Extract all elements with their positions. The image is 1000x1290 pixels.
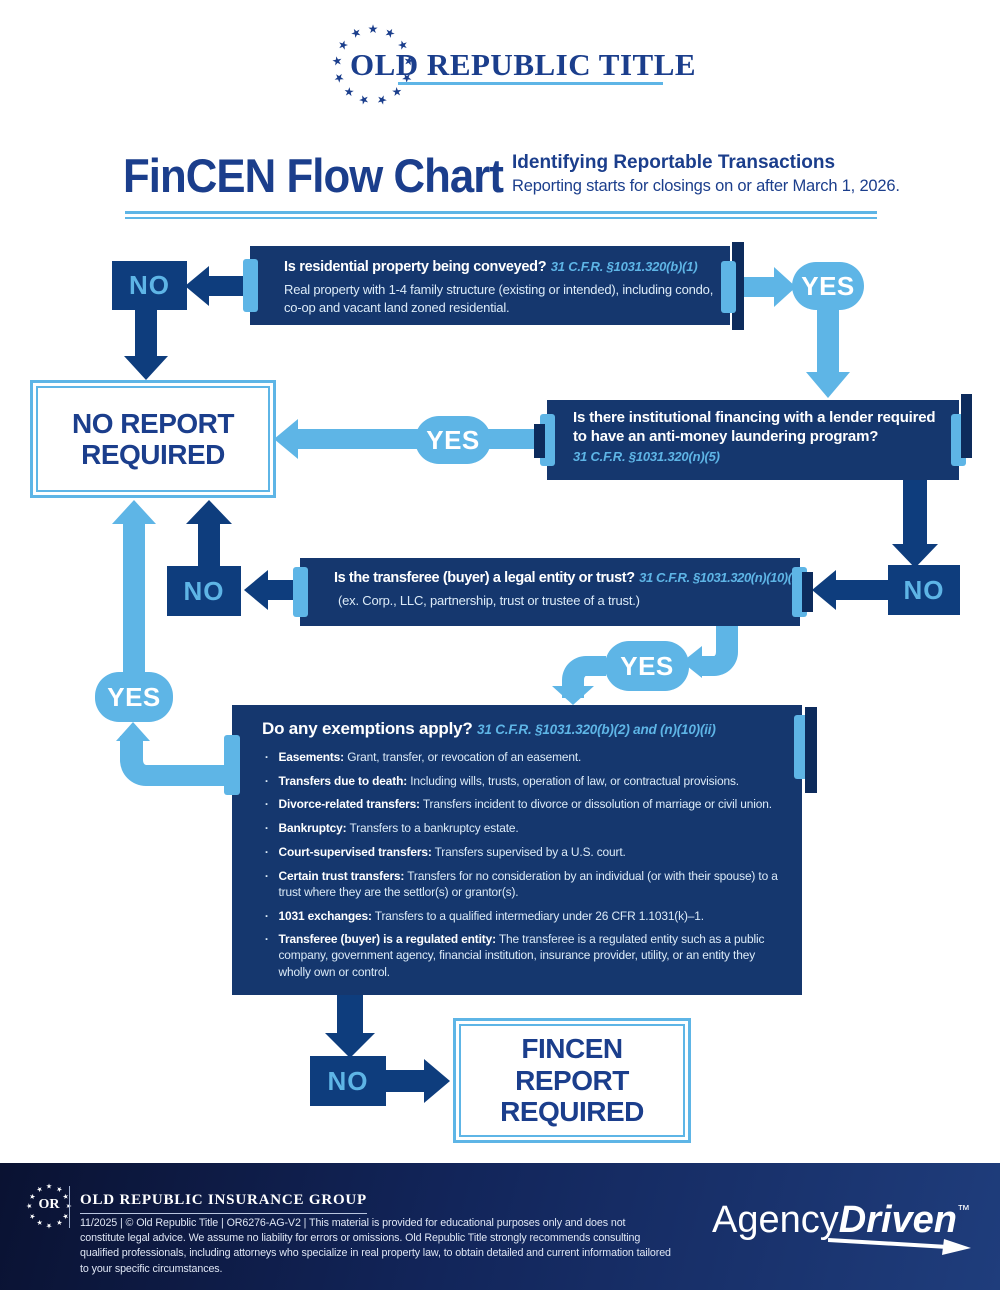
list-item: Bankruptcy: Transfers to a bankruptcy es… [262,820,786,836]
arrow-no2-to-q3-shaft [834,580,888,600]
driven-word: Driven [838,1199,958,1241]
arrow-q1-to-yes-shaft [742,277,776,297]
list-item: 1031 exchanges: Transfers to a qualified… [262,908,786,924]
list-item: Transferee (buyer) is a regulated entity… [262,931,786,980]
exemptions-list: Easements: Grant, transfer, or revocatio… [262,749,786,980]
arrow-yes1-down-head [806,372,850,398]
question-body: (ex. Corp., LLC, partnership, trust or t… [338,593,640,608]
brand-logo-text: OLD REPUBLIC TITLE [350,47,697,82]
footer-monogram: OR [38,1197,60,1212]
box-side-extension [805,707,817,793]
arrow-q1-to-yes-head [774,267,796,307]
question-text: Is there institutional financing with a … [573,409,936,445]
arrow-q3-to-no-head [244,570,268,610]
box-side-tab [721,261,736,313]
arrow-q2-down-shaft [903,480,927,546]
box-side-extension [802,572,813,612]
connector-q4-to-yesleft [120,736,228,786]
citation-text: 31 C.F.R. §1031.320(b)(2) and (n)(10)(ii… [477,722,716,737]
arrow-yesmid-down-head [552,686,594,705]
question-box-residential: Is residential property being conveyed? … [243,242,744,330]
citation-text: 31 C.F.R. §1031.320(b)(1) [550,259,698,274]
footer-divider [69,1186,70,1228]
box-side-extension [534,424,545,458]
question-body: Real property with 1-4 family structure … [284,282,714,315]
box-side-tab [224,735,240,795]
question-text: Is the transferee (buyer) a legal entity… [334,570,635,586]
list-item: Easements: Grant, transfer, or revocatio… [262,749,786,765]
question-text: Is residential property being conveyed? [284,259,547,275]
no-report-required-box: NO REPORT REQUIRED [30,380,276,498]
arrow-q1-to-no-shaft [207,276,250,296]
arrow-q1-to-no-head [185,266,209,306]
no-label-box: NO [888,565,960,615]
citation-text: 31 C.F.R. §1031.320(n)(5) [573,448,720,464]
question-box-exemptions: Do any exemptions apply? 31 C.F.R. §1031… [224,705,817,995]
page-title: FinCEN Flow Chart [123,149,504,202]
box-side-tab [243,259,258,312]
arrow-no1-down-shaft [135,310,157,358]
arrow-yes2-to-report-head [274,419,298,459]
arrow-q4-down-shaft [337,993,363,1035]
question-text: Do any exemptions apply? [262,719,473,738]
outcome-line: FINCEN REPORT [515,1033,629,1096]
arrow-yesleft-up-shaft [123,522,145,674]
arrow-no4-to-fincen-head [424,1059,450,1103]
list-item: Court-supervised transfers: Transfers su… [262,844,786,860]
arrow-no3-up-shaft [198,522,220,566]
list-item: Transfers due to death: Including wills,… [262,773,786,789]
agency-word: Agency [712,1199,839,1241]
no-label-box: NO [167,566,241,616]
no-label-box: NO [112,261,187,310]
yes-label-pill: YES [415,416,491,464]
box-side-extension [961,394,972,458]
subtitle-heading: Identifying Reportable Transactions [512,152,836,173]
yes-label-pill: YES [605,641,689,691]
arrow-no2-to-q3-head [812,570,836,610]
yes-label-pill: YES [792,262,864,310]
fincen-report-required-box: FINCEN REPORT REQUIRED [453,1018,691,1143]
arrow-q4-down-head [325,1033,375,1058]
question-box-legal-entity: Is the transferee (buyer) a legal entity… [293,558,813,626]
outcome-line: REQUIRED [500,1096,644,1128]
arrow-no1-down-head [124,356,168,380]
connector-q3-to-yesmid [700,626,738,676]
title-divider [125,211,877,219]
arrow-q2-down-head [892,544,938,568]
no-label-box: NO [310,1056,386,1106]
driven-arrow-icon [828,1238,971,1255]
citation-text: 31 C.F.R. §1031.320(n)(10)(11) [639,570,809,585]
arrow-no4-to-fincen-shaft [386,1070,426,1092]
list-item: Certain trust transfers: Transfers for n… [262,868,786,900]
trademark-symbol: ™ [957,1202,971,1217]
footer: ★★★★★★★★★★★★ OR OLD REPUBLIC INSURANCE G… [0,1163,1000,1290]
outcome-line: NO REPORT [72,407,234,439]
list-item: Divorce-related transfers: Transfers inc… [262,796,786,812]
outcome-line: REQUIRED [81,439,225,470]
arrow-q3-to-no-shaft [266,580,300,600]
question-box-financing: Is there institutional financing with a … [534,394,972,480]
box-side-tab [293,567,308,617]
arrow-yes1-down-shaft [817,308,839,372]
logo-underline [398,82,663,85]
agency-driven-logo: AgencyDriven™ [712,1199,970,1242]
subtitle-note: Reporting starts for closings on or afte… [512,177,900,195]
arrow-no3-up-head [186,500,232,524]
footer-group-name: OLD REPUBLIC INSURANCE GROUP [80,1192,368,1214]
yes-label-pill: YES [95,672,173,722]
arrow-yesleft-up-head [112,500,156,524]
footer-disclaimer: 11/2025 | © Old Republic Title | OR6276-… [80,1217,671,1275]
